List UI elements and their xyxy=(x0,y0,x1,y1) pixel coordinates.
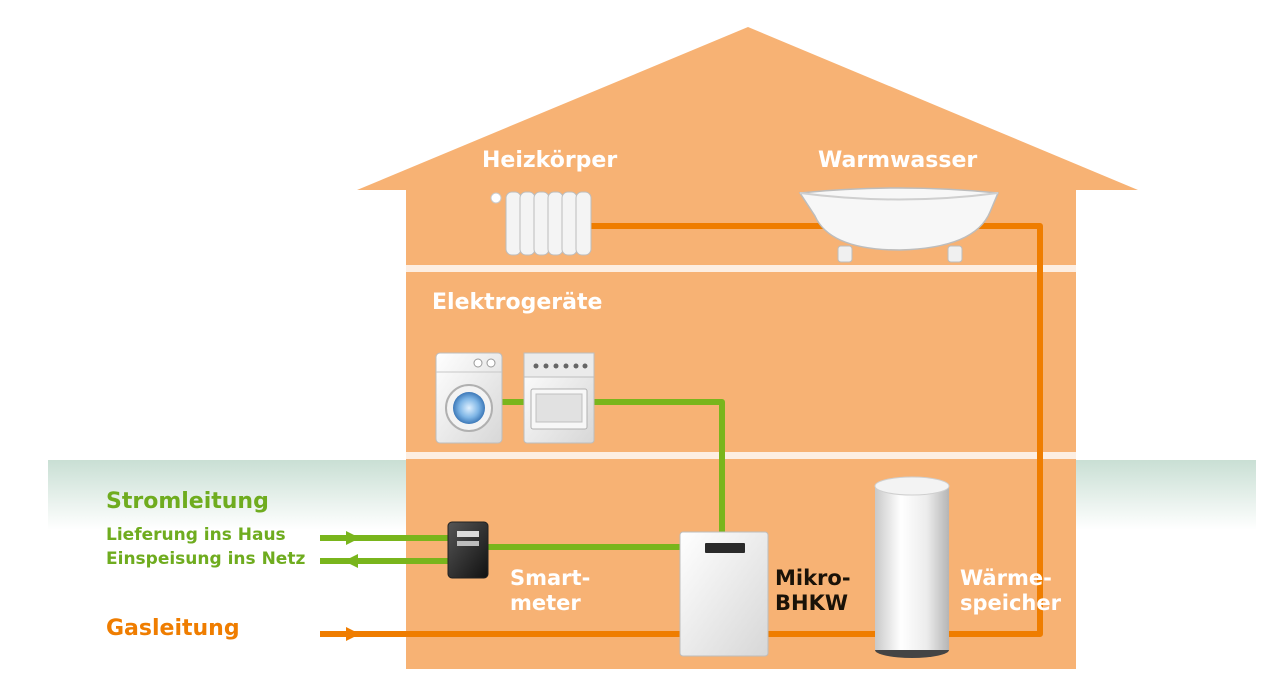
heat-lines xyxy=(320,223,1043,637)
radiator-icon xyxy=(490,191,592,256)
label-stromleitung: Stromleitung xyxy=(106,489,269,514)
label-warmwasser: Warmwasser xyxy=(818,148,978,173)
delivery-arrow xyxy=(346,531,360,545)
heating-loop-line xyxy=(590,223,1043,637)
waermespeicher-icon xyxy=(874,476,950,658)
smart-meter-icon xyxy=(447,521,489,579)
label-smartmeter: Smart- meter xyxy=(510,566,591,616)
washing-machine-icon xyxy=(435,352,503,444)
floor-divider-upper xyxy=(406,265,1076,272)
mikro-bhkw-icon xyxy=(679,531,769,657)
label-elektrogeraete: Elektrogeräte xyxy=(432,290,603,315)
label-lieferung-ins-haus: Lieferung ins Haus xyxy=(106,525,286,545)
label-heizkoerper: Heizkörper xyxy=(482,148,618,173)
stove-icon xyxy=(523,352,595,444)
house-roof xyxy=(357,27,1138,190)
floor-divider-lower xyxy=(406,452,1076,459)
feed-in-arrow xyxy=(344,554,358,568)
bathtub-icon xyxy=(798,187,1000,263)
label-einspeisung-ins-netz: Einspeisung ins Netz xyxy=(106,549,306,569)
label-gasleitung: Gasleitung xyxy=(106,616,240,641)
label-waermespeicher: Wärme- speicher xyxy=(960,566,1061,616)
label-mikro-bhkw: Mikro- BHKW xyxy=(775,566,851,616)
gas-arrow xyxy=(346,627,360,641)
